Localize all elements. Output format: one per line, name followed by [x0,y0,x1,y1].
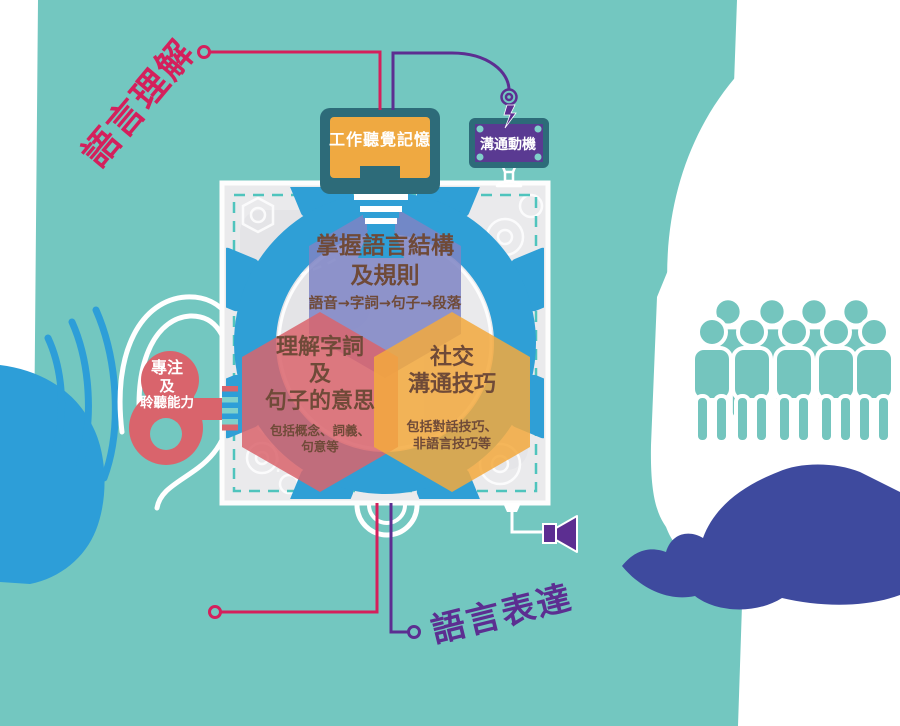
wire-expression-red-node [208,605,222,619]
hexagon-social-sub: 包括對話技巧、 非語言技巧等 [380,419,524,453]
wire-motivation [391,51,511,110]
working-memory-label: 工作聽覺記憶 [328,130,431,149]
hand-blob [622,464,900,610]
attention-line3: 聆聽能力 [140,395,194,411]
wire-expression-purple [389,503,408,634]
wire-expression-red [221,503,379,614]
monitor-icon [320,108,440,258]
sound-waves-icon [44,306,119,482]
hexagon-word-sentence-meaning [242,312,398,492]
social-title-line1: 社交 [429,345,474,370]
hexagon-social-title: 社交 溝通技巧 [380,344,524,398]
attention-line1: 專注 [150,358,183,377]
wire-expression-purple-node [407,625,421,639]
meaning-sub-line2: 句意等 [301,439,339,454]
attention-blob [129,351,203,465]
structure-title-line2: 及規則 [350,263,420,289]
structure-title-line1: 掌握語言結構 [316,233,454,259]
meaning-title-line1: 理解字詞 [275,335,364,360]
meaning-title-line2: 及 [308,362,331,387]
wire-comprehension [210,50,382,110]
lightning-icon [503,104,517,129]
arc-vent-icon [354,504,420,538]
wire-comprehension-node [197,45,211,59]
social-title-line2: 溝通技巧 [407,372,496,397]
hexagon-meaning-title: 理解字詞 及 句子的意思 [246,334,394,415]
meaning-sub-line1: 包括概念、詞義、 [269,423,370,438]
hexagon-meaning-sub: 包括概念、詞義、 句意等 [246,423,394,455]
hexagon-social-communication [374,312,530,492]
attention-listening-label: 專注 及 聆聽能力 [123,358,211,412]
people-group-icon [691,296,895,444]
coil-wire-icon [500,88,518,106]
speaker-icon [503,503,578,553]
head-blob-icon [0,365,105,584]
attention-line2: 及 [159,377,175,395]
social-sub-line1: 包括對話技巧、 [406,420,498,435]
social-sub-line2: 非語言技巧等 [412,437,491,452]
meaning-title-line3: 句子的意思 [264,389,375,414]
hexagon-structure-flow: 語音→字詞→句子→段落 [308,296,462,312]
motivation-label: 溝通動機 [480,137,536,153]
hexagon-structure-title: 掌握語言結構 及規則 [302,231,468,291]
